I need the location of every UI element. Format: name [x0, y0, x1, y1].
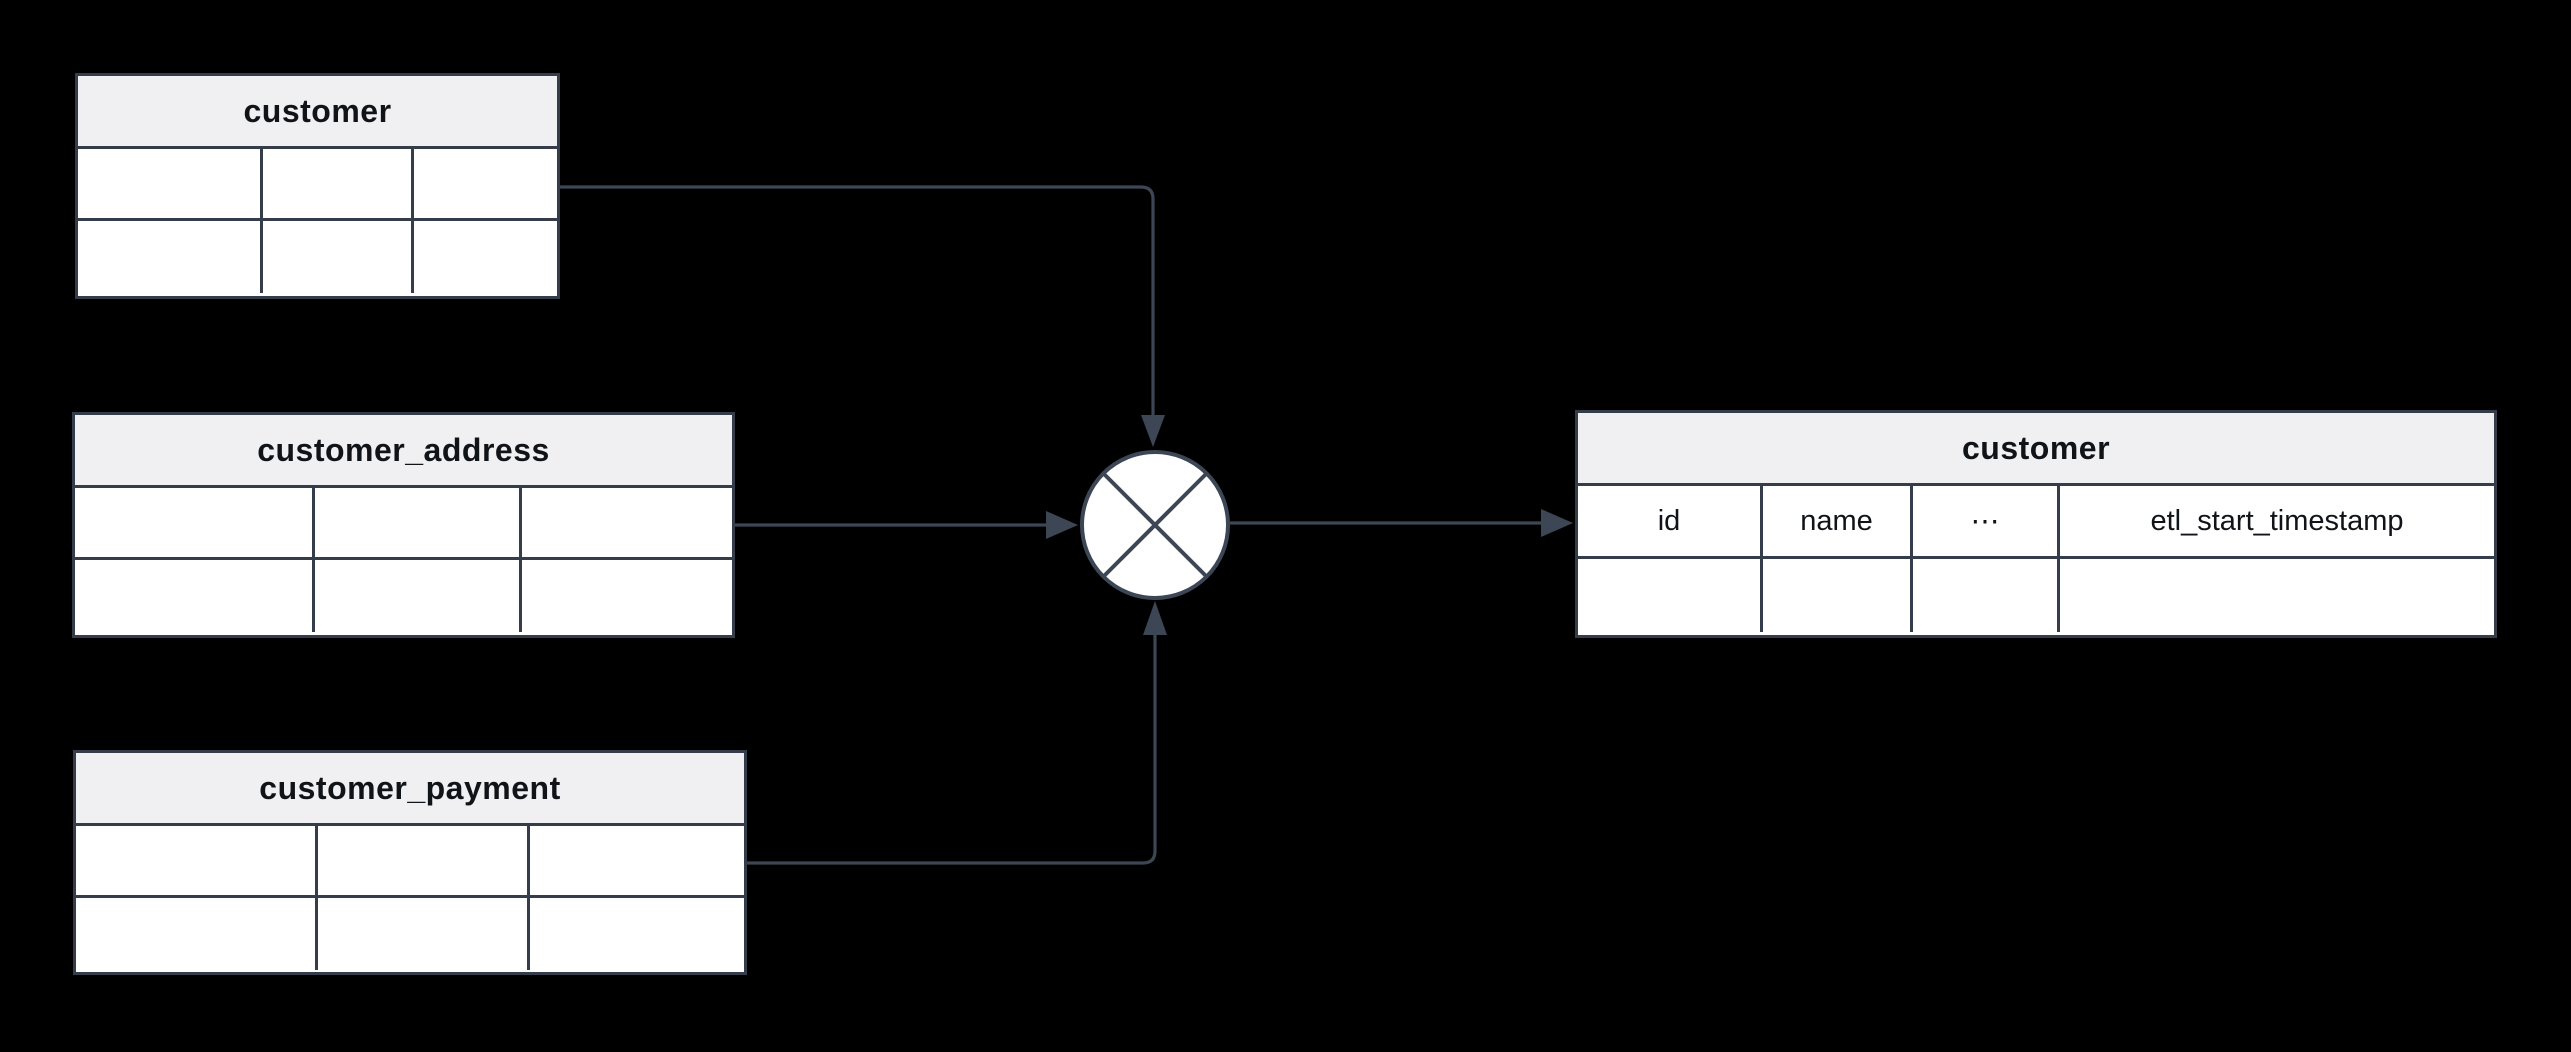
empty-cell [414, 149, 557, 221]
empty-cell [263, 149, 414, 221]
column-header-cell: name [1763, 486, 1913, 559]
column-header-cell: etl_start_timestamp [2060, 486, 2494, 559]
table-title: customer_address [75, 415, 732, 488]
empty-cell [75, 488, 315, 560]
empty-cell [1578, 559, 1763, 632]
table-title: customer [78, 76, 557, 149]
connector-customer-to-join [560, 185, 1155, 415]
arrowhead-right-icon [1541, 509, 1573, 537]
empty-cell [318, 898, 530, 970]
column-header-cell: id [1578, 486, 1763, 559]
empty-cell [522, 560, 732, 632]
table-body: id name ⋯ etl_start_timestamp [1578, 486, 2494, 632]
empty-cell [263, 221, 414, 293]
empty-cell [530, 826, 744, 898]
table-title: customer_payment [76, 753, 744, 826]
source-table-customer-payment: customer_payment [73, 750, 747, 975]
empty-cell [318, 826, 530, 898]
empty-cell [1913, 559, 2060, 632]
table-body [76, 826, 744, 970]
source-table-customer: customer [75, 73, 560, 299]
column-header-cell: ⋯ [1913, 486, 2060, 559]
table-body [75, 488, 732, 632]
x-cross-icon [1101, 471, 1209, 579]
empty-cell [522, 488, 732, 560]
empty-cell [1763, 559, 1913, 632]
empty-cell [315, 488, 522, 560]
connector-customer-payment-to-join [747, 635, 1157, 865]
join-node [1080, 450, 1230, 600]
arrowhead-up-icon [1143, 601, 1167, 635]
empty-cell [76, 898, 318, 970]
empty-cell [75, 560, 315, 632]
empty-cell [414, 221, 557, 293]
empty-cell [78, 221, 263, 293]
table-body [78, 149, 557, 293]
empty-cell [76, 826, 318, 898]
empty-cell [2060, 559, 2494, 632]
table-title: customer [1578, 413, 2494, 486]
target-table-customer: customer id name ⋯ etl_start_timestamp [1575, 410, 2497, 638]
empty-cell [315, 560, 522, 632]
arrowhead-down-icon [1141, 415, 1165, 447]
arrowhead-right-icon [1046, 511, 1078, 539]
empty-cell [530, 898, 744, 970]
source-table-customer-address: customer_address [72, 412, 735, 638]
empty-cell [78, 149, 263, 221]
